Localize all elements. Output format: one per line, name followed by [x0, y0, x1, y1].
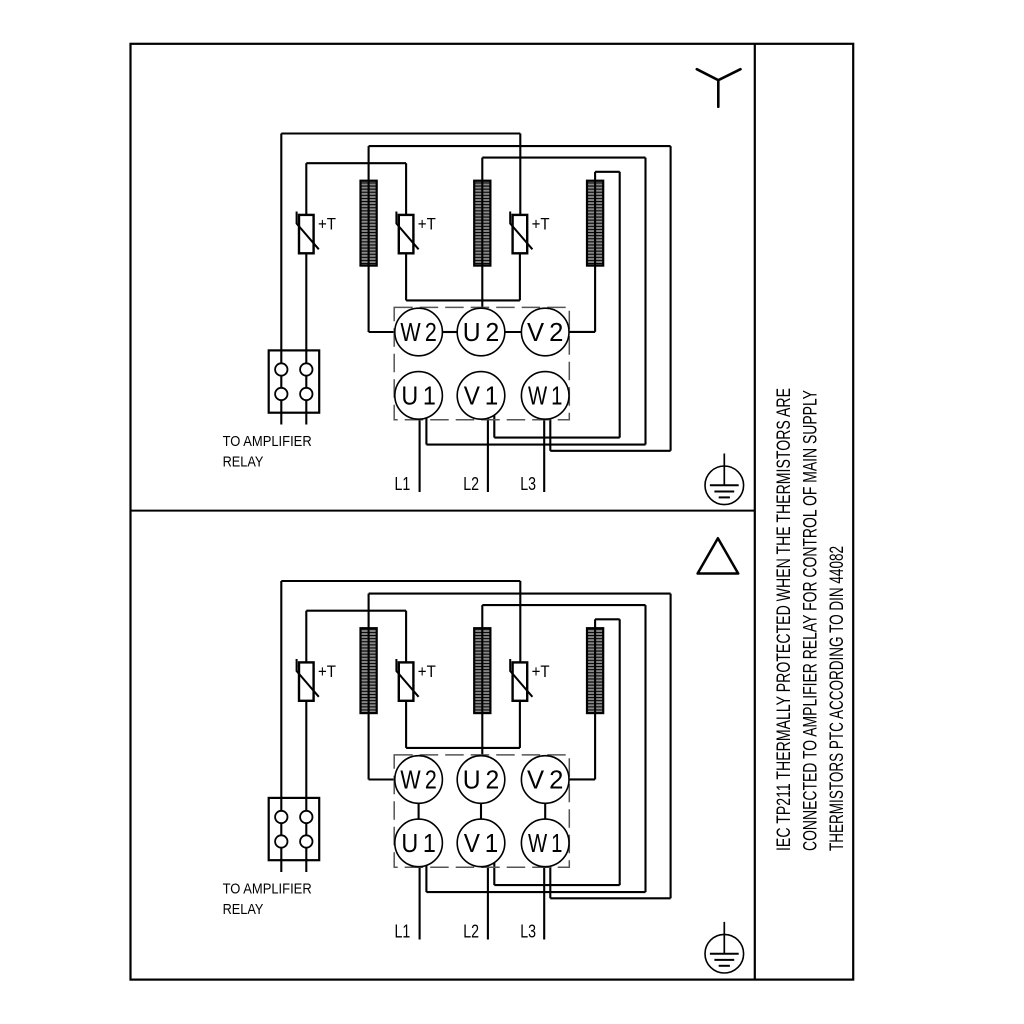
- svg-text:L3: L3: [520, 921, 536, 942]
- svg-text:L1: L1: [395, 921, 411, 942]
- svg-text:+T: +T: [532, 663, 550, 681]
- svg-text:+T: +T: [532, 215, 550, 233]
- svg-text:TO AMPLIFIER: TO AMPLIFIER: [223, 881, 312, 898]
- svg-text:+T: +T: [418, 663, 436, 681]
- svg-text:W 2: W 2: [400, 317, 437, 347]
- svg-text:V 2: V 2: [527, 317, 564, 347]
- svg-text:L2: L2: [463, 473, 479, 494]
- svg-text:U 1: U 1: [401, 828, 436, 858]
- svg-text:+T: +T: [318, 663, 336, 681]
- svg-text:L1: L1: [395, 473, 411, 494]
- svg-text:+T: +T: [318, 215, 336, 233]
- svg-text:L3: L3: [520, 473, 536, 494]
- svg-text:IEC TP211 THERMALLY PROTECTED: IEC TP211 THERMALLY PROTECTED WHEN THE T…: [774, 388, 795, 851]
- svg-text:CONNECTED TO AMPLIFIER RELAY F: CONNECTED TO AMPLIFIER RELAY FOR CONTROL…: [801, 390, 822, 851]
- svg-text:U 2: U 2: [463, 317, 500, 347]
- svg-text:V 2: V 2: [527, 765, 564, 795]
- svg-text:U 1: U 1: [401, 380, 436, 410]
- svg-text:RELAY: RELAY: [223, 901, 264, 918]
- svg-text:RELAY: RELAY: [223, 453, 264, 470]
- svg-text:V 1: V 1: [464, 828, 499, 858]
- svg-text:+T: +T: [418, 215, 436, 233]
- svg-text:W 1: W 1: [528, 828, 563, 858]
- svg-text:U 2: U 2: [463, 765, 500, 795]
- svg-text:L2: L2: [463, 921, 479, 942]
- svg-text:V 1: V 1: [464, 380, 499, 410]
- svg-text:TO AMPLIFIER: TO AMPLIFIER: [223, 433, 312, 450]
- svg-text:W 1: W 1: [528, 380, 563, 410]
- svg-text:W 2: W 2: [400, 765, 437, 795]
- svg-text:THERMISTORS PTC ACCORDING TO D: THERMISTORS PTC ACCORDING TO DIN 44082: [827, 546, 848, 851]
